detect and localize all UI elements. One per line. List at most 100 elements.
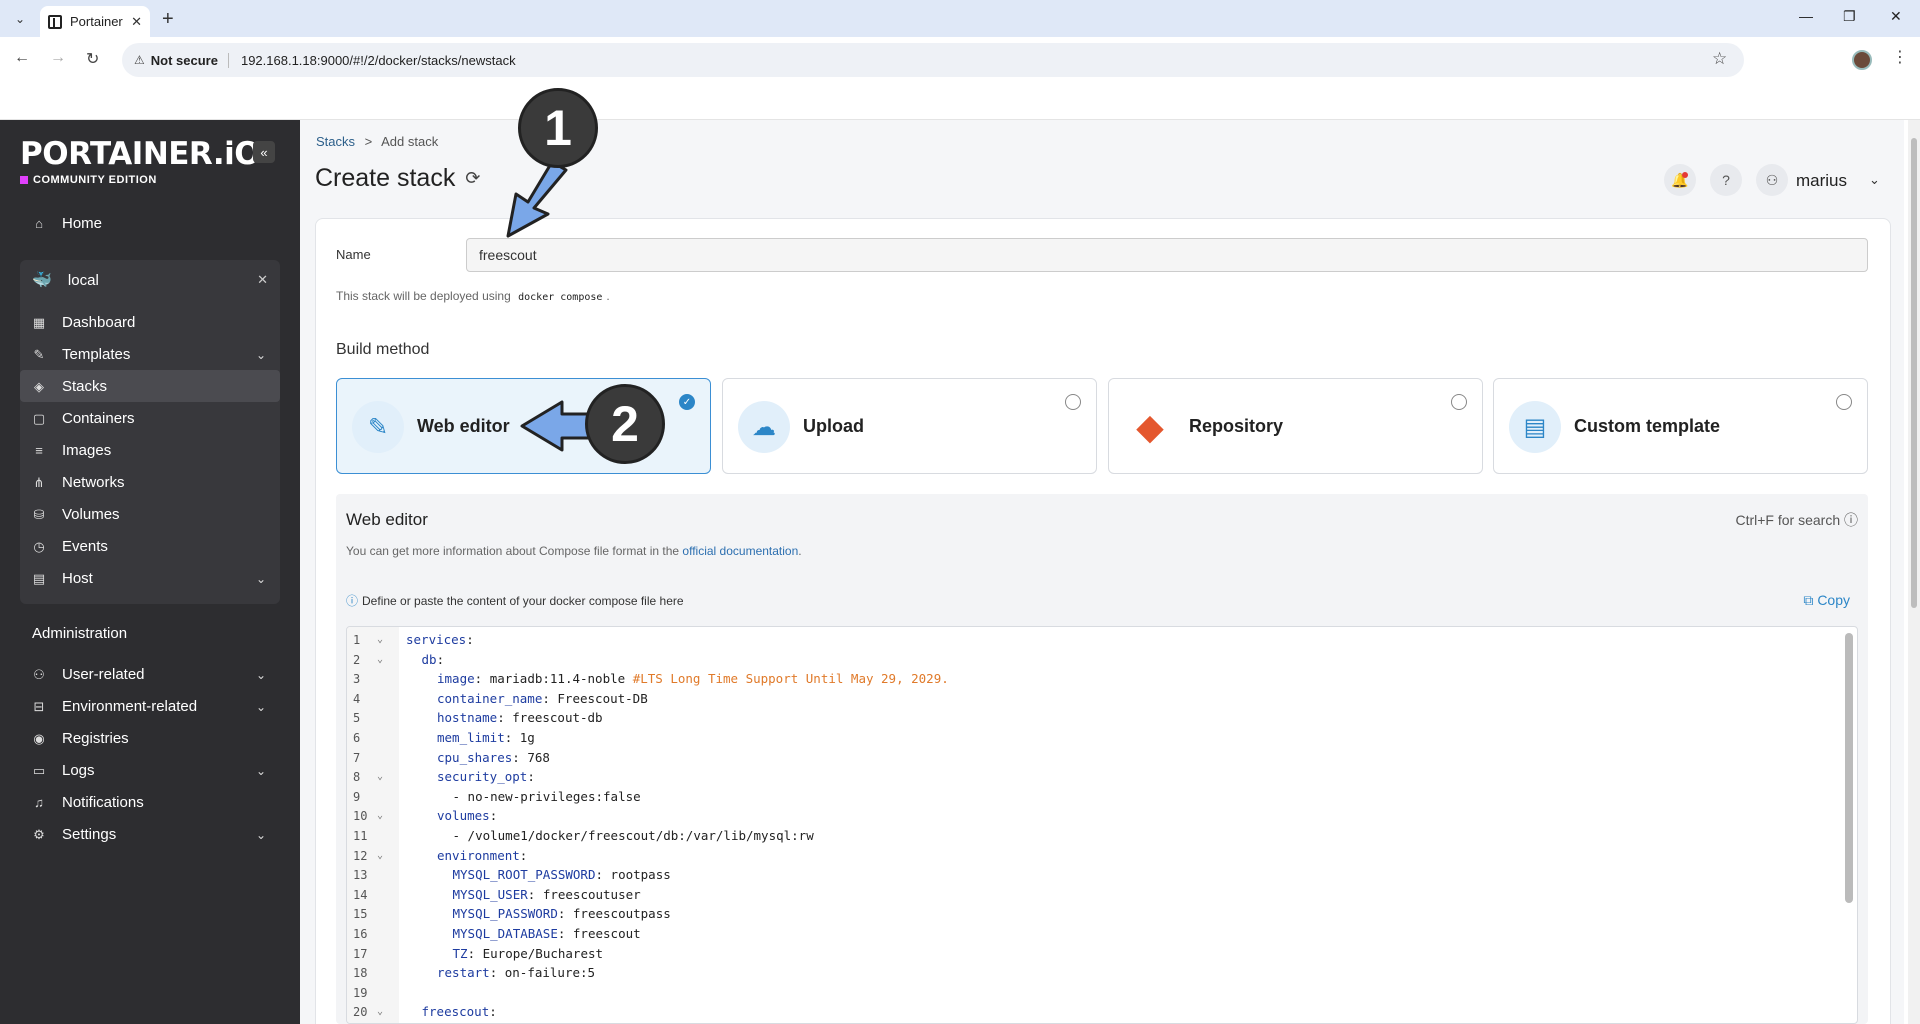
refresh-icon[interactable]: ⟳ — [465, 168, 481, 188]
chevron-down-icon[interactable]: ⌄ — [255, 571, 266, 586]
line-number: 12 — [353, 848, 368, 863]
close-tab-icon[interactable]: ✕ — [131, 13, 142, 29]
sidebar-item-dashboard[interactable]: ▦Dashboard — [30, 314, 280, 331]
sidebar-item-notifications[interactable]: ♫Notifications — [30, 794, 280, 811]
breadcrumb-current: Add stack — [381, 134, 439, 149]
profile-avatar[interactable] — [1852, 50, 1872, 70]
help-circle-icon[interactable]: ⓘ — [1844, 512, 1858, 528]
portainer-logo[interactable]: PORTAINER.iO — [20, 136, 261, 172]
security-label[interactable]: Not secure — [151, 52, 229, 68]
fold-chevron-icon[interactable]: ⌄ — [377, 653, 384, 665]
code-line[interactable]: 1⌄services: — [347, 630, 1837, 650]
user-avatar-icon[interactable]: ⚇ — [1756, 164, 1788, 196]
bookmark-star-icon[interactable]: ☆ — [1712, 49, 1728, 68]
sidebar-item-environment-related[interactable]: ⊟Environment-related⌄ — [30, 698, 280, 715]
page-scrollbar[interactable] — [1908, 120, 1920, 1024]
fold-chevron-icon[interactable]: ⌄ — [377, 771, 384, 783]
code-line[interactable]: 2⌄db: — [347, 650, 1837, 670]
sidebar-item-stacks[interactable]: ◈Stacks — [30, 378, 280, 395]
notifications-bell-button[interactable]: 🔔 — [1664, 164, 1696, 196]
selected-check-icon[interactable]: ✓ — [679, 394, 695, 410]
code-line[interactable]: 19 — [347, 983, 1837, 1003]
method-radio[interactable] — [1451, 394, 1467, 410]
build-method-upload[interactable]: ☁ Upload — [722, 378, 1097, 474]
browser-tab-bar: ⌄ Portainer ✕ + — ❐ ✕ — [0, 0, 1920, 37]
sidebar-item-logs[interactable]: ▭Logs⌄ — [30, 762, 280, 779]
back-icon[interactable]: ← — [14, 49, 30, 66]
browser-menu-icon[interactable]: ⋮ — [1892, 49, 1908, 66]
sidebar-item-registries[interactable]: ◉Registries — [30, 730, 280, 747]
omnibox[interactable]: ⚠ Not secure 192.168.1.18:9000/#!/2/dock… — [122, 43, 1744, 77]
fold-chevron-icon[interactable]: ⌄ — [377, 1006, 384, 1018]
tab-search-icon[interactable]: ⌄ — [14, 12, 26, 26]
stack-name-input[interactable] — [466, 238, 1868, 272]
sidebar-item-settings[interactable]: ⚙Settings⌄ — [30, 826, 280, 843]
yaml-key: MYSQL_DATABASE — [452, 926, 558, 941]
editor-scrollbar[interactable] — [1845, 633, 1853, 903]
copy-button[interactable]: ⧉ Copy — [1803, 592, 1850, 609]
fold-chevron-icon[interactable]: ⌄ — [377, 810, 384, 822]
close-environment-icon[interactable]: ✕ — [257, 272, 268, 287]
yaml-key: TZ — [452, 945, 468, 961]
sidebar-item-events[interactable]: ◷Events — [30, 538, 280, 555]
minimize-icon[interactable]: — — [1799, 8, 1813, 24]
sidebar-item-containers[interactable]: ▢Containers — [30, 410, 280, 427]
user-menu-chevron-icon[interactable]: ⌄ — [1869, 172, 1880, 187]
url-text[interactable]: 192.168.1.18:9000/#!/2/docker/stacks/new… — [240, 52, 516, 68]
window-close-icon[interactable]: ✕ — [1890, 8, 1902, 24]
page-scrollbar-thumb[interactable] — [1911, 138, 1917, 608]
forward-icon[interactable]: → — [50, 49, 66, 66]
git-icon: ◆ — [1136, 406, 1164, 447]
help-icon[interactable]: ? — [1710, 164, 1742, 196]
sidebar-item-volumes[interactable]: ⛁Volumes — [30, 506, 280, 523]
code-line[interactable]: 12⌄environment: — [347, 846, 1837, 866]
sidebar-item-images[interactable]: ≡Images — [30, 442, 280, 459]
code-line[interactable]: 10⌄volumes: — [347, 806, 1837, 826]
browser-tab[interactable]: Portainer ✕ — [40, 6, 150, 37]
build-method-custom-template[interactable]: ▤ Custom template — [1493, 378, 1868, 474]
sidebar-item-user-related[interactable]: ⚇User-related⌄ — [30, 666, 280, 683]
new-tab-icon[interactable]: + — [162, 8, 174, 30]
official-documentation-link[interactable]: official documentation — [682, 544, 799, 558]
chevron-down-icon[interactable]: ⌄ — [255, 347, 266, 362]
collapse-sidebar-button[interactable]: « — [253, 141, 275, 163]
not-secure-icon[interactable]: ⚠ — [134, 53, 145, 67]
sidebar-item-templates[interactable]: ✎Templates⌄ — [30, 346, 280, 363]
build-method-repository[interactable]: ◆ Repository — [1108, 378, 1483, 474]
line-number: 19 — [353, 985, 368, 1000]
chevron-down-icon[interactable]: ⌄ — [255, 827, 266, 842]
restore-icon[interactable]: ❐ — [1843, 8, 1856, 24]
method-radio[interactable] — [1836, 394, 1852, 410]
sidebar-item-host[interactable]: ▤Host⌄ — [30, 570, 280, 587]
fold-chevron-icon[interactable]: ⌄ — [377, 634, 384, 645]
username[interactable]: marius — [1796, 171, 1848, 190]
yaml-value: : freescout-db — [497, 710, 603, 726]
chevron-down-icon[interactable]: ⌄ — [255, 699, 266, 714]
chevron-down-icon[interactable]: ⌄ — [255, 667, 266, 682]
code-line[interactable]: 11- /volume1/docker/freescout/db:/var/li… — [347, 826, 1837, 846]
fold-chevron-icon[interactable]: ⌄ — [377, 849, 384, 861]
method-radio[interactable] — [1065, 394, 1081, 410]
sidebar-item-home[interactable]: ⌂Home — [30, 215, 280, 232]
reload-icon[interactable]: ↻ — [86, 51, 100, 68]
sidebar-item-networks[interactable]: ⋔Networks — [30, 474, 280, 491]
code-line[interactable]: 20⌄freescout: — [347, 1002, 1837, 1022]
chevron-down-icon[interactable]: ⌄ — [255, 763, 266, 778]
line-number: 14 — [353, 887, 368, 902]
environment-header[interactable]: 🐳 local ✕ — [32, 270, 268, 290]
code-line[interactable]: 8⌄security_opt: — [347, 767, 1837, 787]
code-line[interactable]: 9- no-new-privileges:false — [347, 787, 1837, 807]
breadcrumb-stacks-link[interactable]: Stacks — [316, 134, 356, 149]
